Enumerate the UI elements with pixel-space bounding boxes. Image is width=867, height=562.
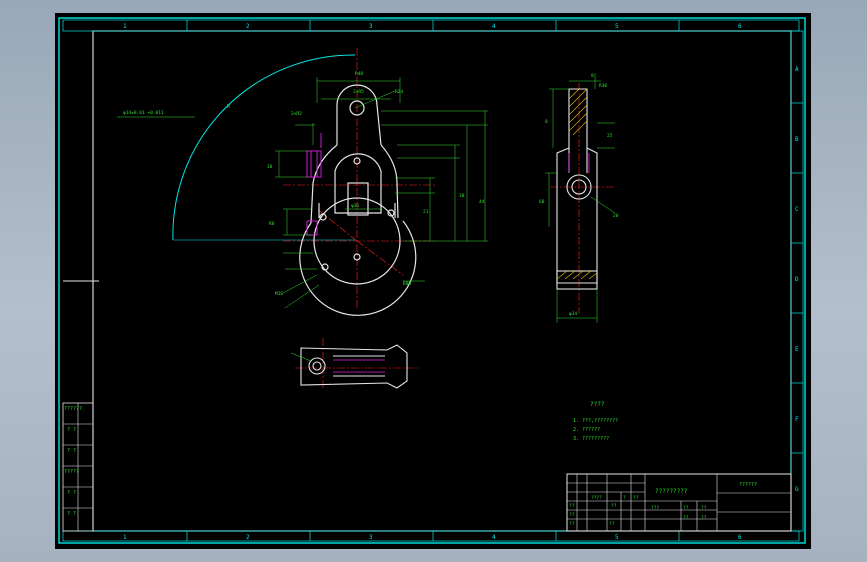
strip-label: ????? — [64, 469, 79, 475]
row-letter: C — [795, 206, 799, 213]
strip-label: ?????? — [64, 406, 82, 412]
dim-text: 44 — [479, 199, 485, 205]
tolerance-note: φ14±0.01 +0.011 — [123, 110, 164, 116]
row-letter: A — [795, 66, 799, 73]
dim-text: 30 — [459, 193, 465, 199]
row-letter: G — [795, 486, 799, 493]
col-number: 4 — [492, 23, 496, 30]
col-number: 6 — [738, 534, 742, 541]
strip-label: ? ? — [67, 511, 76, 517]
tb-cell: ?? — [701, 515, 707, 521]
dim-text: 8 — [545, 119, 548, 125]
col-number: 4 — [492, 534, 496, 541]
technical-notes: ???? 1. ???,???????? 2. ?????? 3. ??????… — [573, 401, 618, 442]
row-letter: D — [795, 276, 799, 283]
col-number: 3 — [369, 23, 373, 30]
note-line: 3. ????????? — [573, 436, 609, 442]
drawing-viewport[interactable]: 1 2 3 4 5 6 1 2 3 4 5 6 A B C D E F G ??… — [55, 13, 811, 549]
side-dimension-text: 8 R30 8 25 60 20 φ14 — [539, 73, 619, 317]
dim-text: 18 — [267, 164, 273, 170]
dim-text: R24 — [395, 89, 403, 95]
side-hatching — [556, 88, 598, 280]
plan-outline — [300, 344, 408, 389]
tb-cell: ?? — [569, 521, 575, 527]
tb-cell: ?? — [611, 503, 617, 509]
tb-cell: ?? — [701, 505, 707, 511]
dim-text: φ14 — [569, 311, 577, 317]
dim-text: 2×R2 — [291, 111, 302, 117]
tb-cell: ?? — [683, 515, 689, 521]
col-number: 1 — [123, 23, 127, 30]
notes-title: ???? — [590, 401, 605, 408]
col-number: 1 — [123, 534, 127, 541]
row-letter: E — [795, 346, 799, 353]
plan-view[interactable] — [290, 344, 408, 389]
col-number: 2 — [246, 534, 250, 541]
right-zone-strip — [790, 30, 804, 532]
title-block[interactable]: ????????? ?????? ???? ?? ?? ? ?? ?? ??? … — [566, 473, 792, 532]
dim-text: 2×R5 — [353, 89, 364, 95]
strip-label: ? ? — [67, 490, 76, 496]
outer-border — [58, 17, 806, 544]
side-hidden — [568, 153, 590, 173]
tb-cell: ?? — [609, 521, 615, 527]
part-outline — [299, 84, 417, 316]
row-letter: B — [795, 136, 799, 143]
hidden-features — [306, 133, 322, 236]
dim-text: φ36 — [351, 203, 359, 209]
tb-cell: ??? — [651, 505, 659, 511]
col-number: 5 — [615, 23, 619, 30]
drawing-number: ?????? — [739, 482, 757, 488]
dim-text: 60 — [539, 199, 545, 205]
dim-text: 20 — [613, 213, 619, 219]
tb-cell: ?? — [633, 495, 639, 501]
tb-cell: ?? — [683, 505, 689, 511]
note-line: 1. ???,???????? — [573, 418, 618, 424]
col-number: 5 — [615, 534, 619, 541]
dim-text: 8 — [591, 73, 594, 79]
swing-arc — [172, 54, 356, 241]
side-outline — [556, 88, 598, 290]
radius-label: R — [227, 104, 231, 110]
front-dimension-text: R48 2×R5 R24 2×R2 φ36 44 30 21 18 R8 R88… — [267, 71, 485, 297]
strip-label: ? ? — [67, 427, 76, 433]
tb-cell: ???? — [591, 495, 602, 501]
row-letter: F — [795, 416, 799, 423]
bottom-zone-strip — [62, 530, 800, 542]
tb-cell: ?? — [569, 512, 575, 518]
dim-text: R30 — [599, 83, 607, 89]
plan-hidden — [333, 359, 385, 373]
inner-border — [92, 30, 792, 532]
strip-label: ? ? — [67, 448, 76, 454]
part-name: ????????? — [655, 488, 688, 495]
dim-text: R8 — [269, 221, 275, 227]
dim-text: M16 — [275, 291, 283, 297]
col-number: 6 — [738, 23, 742, 30]
dim-text: 21 — [423, 209, 429, 215]
top-zone-strip — [62, 19, 800, 32]
dim-text: R88 — [403, 281, 411, 287]
tb-cell: ?? — [569, 503, 575, 509]
col-number: 3 — [369, 534, 373, 541]
col-number: 2 — [246, 23, 250, 30]
dim-text: 25 — [607, 133, 613, 139]
side-view[interactable]: 8 R30 8 25 60 20 φ14 — [539, 73, 619, 323]
left-binding-strip: ?????? ? ? ? ? ????? ? ? ? ? — [62, 280, 99, 532]
note-line: 2. ?????? — [573, 427, 600, 433]
tb-cell: ? — [623, 495, 626, 501]
side-dimension-lines — [545, 73, 616, 323]
zone-ticks — [186, 20, 803, 541]
drawing-sheet: 1 2 3 4 5 6 1 2 3 4 5 6 A B C D E F G ??… — [58, 17, 806, 544]
dim-text: R48 — [355, 71, 363, 77]
front-view[interactable]: φ14±0.01 +0.011 R — [117, 48, 488, 388]
dimension-lines — [275, 77, 488, 309]
